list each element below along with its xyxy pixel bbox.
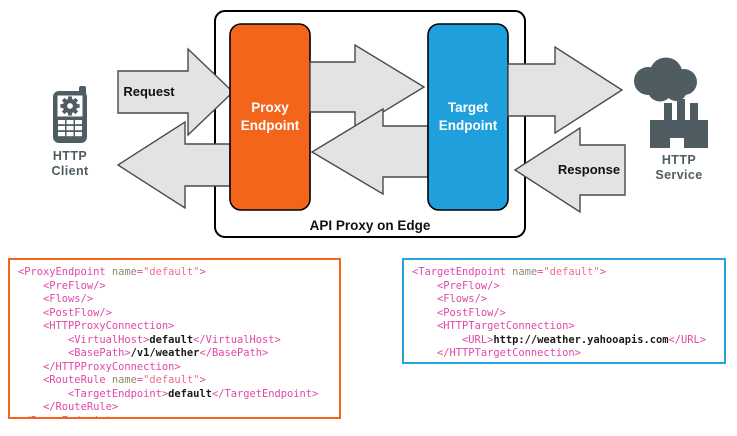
proxy-endpoint-xml-code-block[interactable]: <ProxyEndpoint name="default"> <PreFlow/…	[8, 258, 341, 419]
http-service-label-line1: HTTP	[662, 153, 696, 167]
target-endpoint-xml-code-block[interactable]: <TargetEndpoint name="default"> <PreFlow…	[402, 258, 726, 364]
code-line: <Flows/>	[437, 293, 488, 305]
http-service-label-line2: Service	[655, 168, 702, 182]
code-line: <HTTPTargetConnection>	[437, 320, 575, 332]
http-client-label-line2: Client	[51, 164, 89, 178]
proxy-endpoint-box[interactable]	[229, 23, 311, 211]
service-response-arrow	[513, 126, 626, 214]
code-line: <TargetEndpoint>default</TargetEndpoint>	[68, 387, 319, 400]
code-line: <HTTPProxyConnection>	[43, 320, 175, 332]
code-line: </HTTPProxyConnection>	[43, 360, 181, 373]
code-line: <TargetEndpoint name="default">	[412, 266, 606, 278]
code-line: <PreFlow/>	[43, 279, 106, 292]
api-proxy-on-edge-title: API Proxy on Edge	[310, 218, 431, 233]
code-line: </RouteRule>	[43, 401, 119, 413]
code-line: <URL>http://weather.yahooapis.com</URL>	[462, 333, 707, 346]
client-response-arrow	[116, 120, 231, 210]
code-line: <RouteRule name="default">	[43, 374, 206, 386]
api-proxy-architecture-diagram: Request Proxy Endpoint Target Endpoint A…	[51, 10, 708, 238]
response-arrow-label: Response	[558, 162, 620, 177]
internal-return-arrow	[310, 107, 429, 196]
request-arrow	[117, 47, 235, 137]
mobile-phone-gear-icon	[53, 86, 87, 143]
code-line: <PostFlow/>	[437, 306, 506, 319]
code-line: <ProxyEndpoint name="default">	[18, 266, 206, 278]
code-line: </ProxyEndpoint>	[18, 415, 339, 418]
target-endpoint-box[interactable]	[427, 23, 509, 211]
http-client-label-line1: HTTP	[53, 149, 87, 163]
code-line: <PostFlow/>	[43, 306, 112, 319]
code-line: <Flows/>	[43, 293, 94, 305]
code-line: </HTTPTargetConnection>	[437, 347, 581, 359]
code-line: <PreFlow/>	[437, 279, 500, 292]
code-line: <VirtualHost>default</VirtualHost>	[68, 333, 281, 346]
cloud-factory-icon	[634, 57, 708, 148]
internal-forward-arrow	[309, 43, 426, 131]
code-line: <BasePath>/v1/weather</BasePath>	[68, 347, 269, 359]
proxy-endpoint-label-line2: Endpoint	[241, 118, 300, 133]
code-line: </TargetEndpoint>	[412, 361, 724, 363]
request-arrow-label: Request	[123, 84, 175, 99]
target-endpoint-label-line2: Endpoint	[439, 118, 498, 133]
service-request-arrow	[507, 45, 624, 135]
target-endpoint-label-line1: Target	[448, 100, 489, 115]
proxy-endpoint-label-line1: Proxy	[251, 100, 289, 115]
